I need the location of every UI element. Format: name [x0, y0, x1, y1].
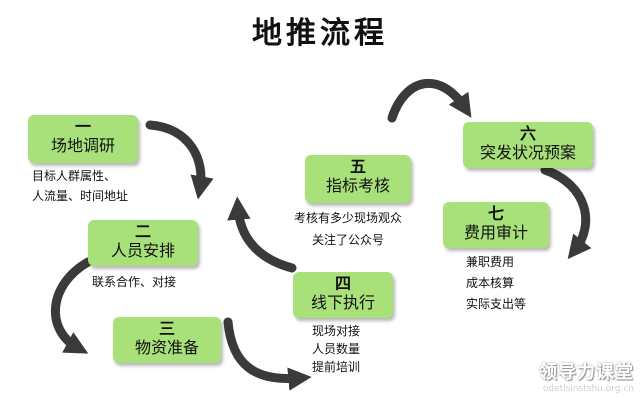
step-4-number: 四 — [334, 274, 351, 293]
step-3-name: 物资准备 — [134, 338, 199, 357]
step-4-box: 四 线下执行 — [293, 272, 393, 318]
arrow-5-to-6 — [387, 78, 472, 123]
step-7-detail-1: 兼职费用 — [466, 255, 515, 269]
step-4-details: 现场对接 人员数量 提前培训 — [312, 322, 360, 376]
step-2-details: 联系合作、对接 — [92, 272, 176, 292]
step-7-detail-2: 成本核算 — [466, 276, 515, 290]
arrow-3-to-4 — [223, 317, 312, 391]
step-3-number: 三 — [158, 319, 175, 338]
arrow-2-to-3 — [51, 257, 93, 354]
arrow-1-to-2 — [145, 120, 214, 200]
step-1-box: 一 场地调研 — [28, 115, 138, 163]
step-2-name: 人员安排 — [110, 241, 175, 260]
step-5-details: 考核有多少现场观众 关注了公众号 — [294, 207, 402, 251]
step-4-name: 线下执行 — [310, 293, 375, 312]
step-1-detail-1: 目标人群属性、 — [32, 169, 117, 183]
watermark-sub: odetlsinstshu.org.cn — [542, 384, 634, 394]
step-3-box: 三 物资准备 — [113, 317, 221, 363]
step-7-details: 兼职费用 成本核算 实际支出等 — [466, 252, 526, 315]
arrow-4-to-5 — [227, 196, 297, 273]
watermark-main: 领导力课堂 — [539, 362, 634, 383]
step-4-detail-2: 人员数量 — [312, 342, 361, 356]
step-6-number: 六 — [519, 124, 536, 143]
step-1-detail-2: 人流量、时间地址 — [32, 189, 129, 203]
step-7-name: 费用审计 — [463, 223, 528, 242]
step-4-detail-1: 现场对接 — [312, 324, 361, 338]
step-1-details: 目标人群属性、 人流量、时间地址 — [32, 166, 128, 206]
diagram-title: 地推流程 — [252, 16, 388, 51]
step-5-name: 指标考核 — [325, 176, 390, 195]
step-5-detail-2: 关注了公众号 — [312, 233, 385, 247]
arrow-6-to-7 — [540, 165, 592, 260]
step-6-box: 六 突发状况预案 — [463, 122, 593, 168]
step-2-box: 二 人员安排 — [88, 220, 198, 266]
step-7-detail-3: 实际支出等 — [466, 297, 527, 311]
step-6-name: 突发状况预案 — [479, 143, 576, 162]
step-1-name: 场地调研 — [50, 136, 115, 155]
watermark: 领导力课堂 odetlsinstshu.org.cn — [539, 358, 634, 394]
step-5-number: 五 — [349, 157, 366, 176]
step-1-number: 一 — [74, 117, 91, 136]
step-7-number: 七 — [487, 204, 504, 223]
step-2-detail-1: 联系合作、对接 — [92, 275, 177, 289]
step-7-box: 七 费用审计 — [443, 202, 549, 248]
step-2-number: 二 — [134, 222, 151, 241]
step-5-detail-1: 考核有多少现场观众 — [294, 211, 403, 225]
step-5-box: 五 指标考核 — [305, 155, 411, 203]
step-4-detail-3: 提前培训 — [312, 360, 361, 374]
